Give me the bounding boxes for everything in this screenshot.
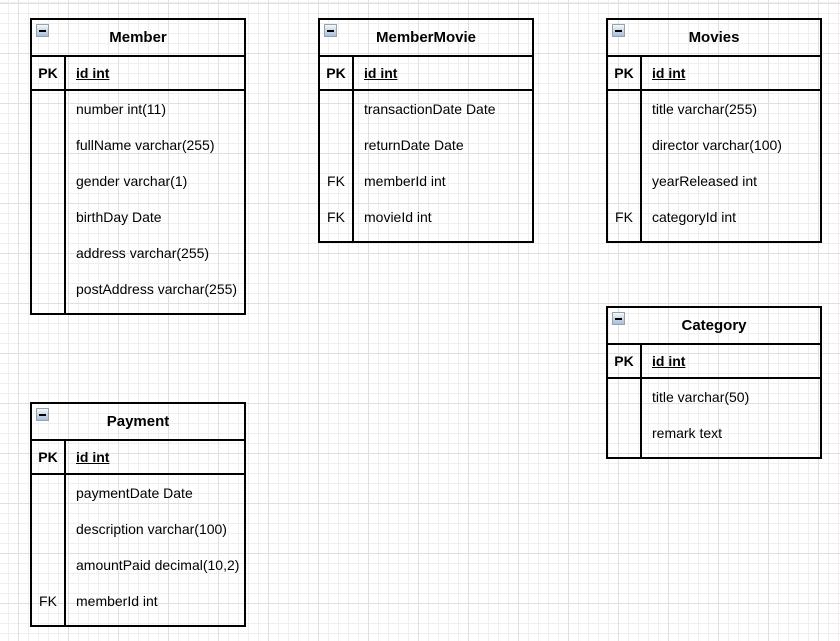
table-header[interactable]: Movies — [608, 20, 820, 57]
collapse-minus-icon[interactable] — [324, 24, 337, 37]
row-field[interactable]: paymentDate Date — [76, 485, 193, 501]
table-title: Payment — [106, 413, 170, 430]
row-key[interactable] — [608, 415, 642, 451]
table-title: Category — [681, 317, 747, 334]
row-field[interactable]: categoryId int — [652, 209, 737, 225]
er-table-movies[interactable]: Movies PK id int title varchar(255) direc… — [606, 18, 822, 243]
row-key[interactable] — [32, 511, 66, 547]
row-key[interactable] — [32, 199, 66, 235]
row-field[interactable]: movieId int — [364, 209, 432, 225]
row-key[interactable] — [32, 235, 66, 271]
collapse-minus-icon[interactable] — [612, 312, 625, 325]
table-header[interactable]: Payment — [32, 404, 244, 441]
row-key[interactable] — [32, 127, 66, 163]
pk-row[interactable]: PK id int — [320, 57, 532, 91]
row-key[interactable] — [32, 547, 66, 583]
pk-field: id int — [652, 353, 686, 369]
row-key[interactable] — [608, 163, 642, 199]
pk-row[interactable]: PK id int — [608, 345, 820, 379]
row-key[interactable] — [320, 127, 354, 163]
pk-row[interactable]: PK id int — [608, 57, 820, 91]
pk-field: id int — [364, 65, 398, 81]
pk-row[interactable]: PK id int — [32, 441, 244, 475]
collapse-minus-icon[interactable] — [612, 24, 625, 37]
pk-field: id int — [652, 65, 686, 81]
body-filler — [642, 451, 820, 457]
pk-key: PK — [608, 345, 642, 377]
table-title: MemberMovie — [375, 29, 477, 46]
row-field[interactable]: yearReleased int — [652, 173, 758, 189]
row-key[interactable]: FK — [32, 583, 66, 619]
table-body: title varchar(255) director varchar(100) y… — [608, 91, 820, 241]
row-field[interactable]: transactionDate Date — [364, 101, 496, 117]
row-field[interactable]: memberId int — [76, 593, 158, 609]
row-field[interactable]: title varchar(50) — [652, 389, 750, 405]
row-key[interactable] — [32, 475, 66, 511]
row-key[interactable] — [320, 91, 354, 127]
er-table-category[interactable]: Category PK id int title varchar(50) rema… — [606, 306, 822, 459]
row-field[interactable]: amountPaid decimal(10,2) — [76, 557, 240, 573]
pk-key: PK — [608, 57, 642, 89]
pk-key: PK — [32, 441, 66, 473]
table-title: Movies — [688, 29, 740, 46]
row-key[interactable]: FK — [608, 199, 642, 235]
row-field[interactable]: memberId int — [364, 173, 446, 189]
row-field[interactable]: gender varchar(1) — [76, 173, 188, 189]
row-field[interactable]: returnDate Date — [364, 137, 464, 153]
er-table-payment[interactable]: Payment PK id int paymentDate Date descri… — [30, 402, 246, 627]
row-key[interactable] — [32, 91, 66, 127]
collapse-minus-icon[interactable] — [36, 24, 49, 37]
row-key[interactable] — [608, 127, 642, 163]
row-key[interactable] — [608, 379, 642, 415]
table-header[interactable]: MemberMovie — [320, 20, 532, 57]
body-filler — [354, 235, 532, 241]
row-field[interactable]: postAddress varchar(255) — [76, 281, 238, 297]
pk-key: PK — [32, 57, 66, 89]
table-title: Member — [109, 29, 167, 46]
row-field[interactable]: birthDay Date — [76, 209, 162, 225]
pk-field: id int — [76, 65, 110, 81]
table-header[interactable]: Category — [608, 308, 820, 345]
table-body: title varchar(50) remark text — [608, 379, 820, 457]
body-filler — [608, 451, 642, 457]
body-filler — [642, 235, 820, 241]
body-filler — [66, 619, 244, 625]
pk-field: id int — [76, 449, 110, 465]
row-field[interactable]: title varchar(255) — [652, 101, 758, 117]
pk-key: PK — [320, 57, 354, 89]
row-field[interactable]: description varchar(100) — [76, 521, 227, 537]
row-field[interactable]: number int(11) — [76, 101, 167, 117]
row-key[interactable] — [32, 271, 66, 307]
er-table-member[interactable]: Member PK id int number int(11) fullName … — [30, 18, 246, 315]
body-filler — [66, 307, 244, 313]
collapse-minus-icon[interactable] — [36, 408, 49, 421]
row-field[interactable]: fullName varchar(255) — [76, 137, 215, 153]
row-key[interactable] — [32, 163, 66, 199]
er-table-membermovie[interactable]: MemberMovie PK id int transactionDate Da… — [318, 18, 534, 243]
row-field[interactable]: address varchar(255) — [76, 245, 210, 261]
body-filler — [32, 307, 66, 313]
row-field[interactable]: director varchar(100) — [652, 137, 782, 153]
body-filler — [32, 619, 66, 625]
pk-row[interactable]: PK id int — [32, 57, 244, 91]
table-header[interactable]: Member — [32, 20, 244, 57]
body-filler — [608, 235, 642, 241]
table-body: paymentDate Date description varchar(100)… — [32, 475, 244, 625]
row-field[interactable]: remark text — [652, 425, 723, 441]
row-key[interactable]: FK — [320, 199, 354, 235]
body-filler — [320, 235, 354, 241]
table-body: number int(11) fullName varchar(255) gende… — [32, 91, 244, 313]
row-key[interactable] — [608, 91, 642, 127]
row-key[interactable]: FK — [320, 163, 354, 199]
